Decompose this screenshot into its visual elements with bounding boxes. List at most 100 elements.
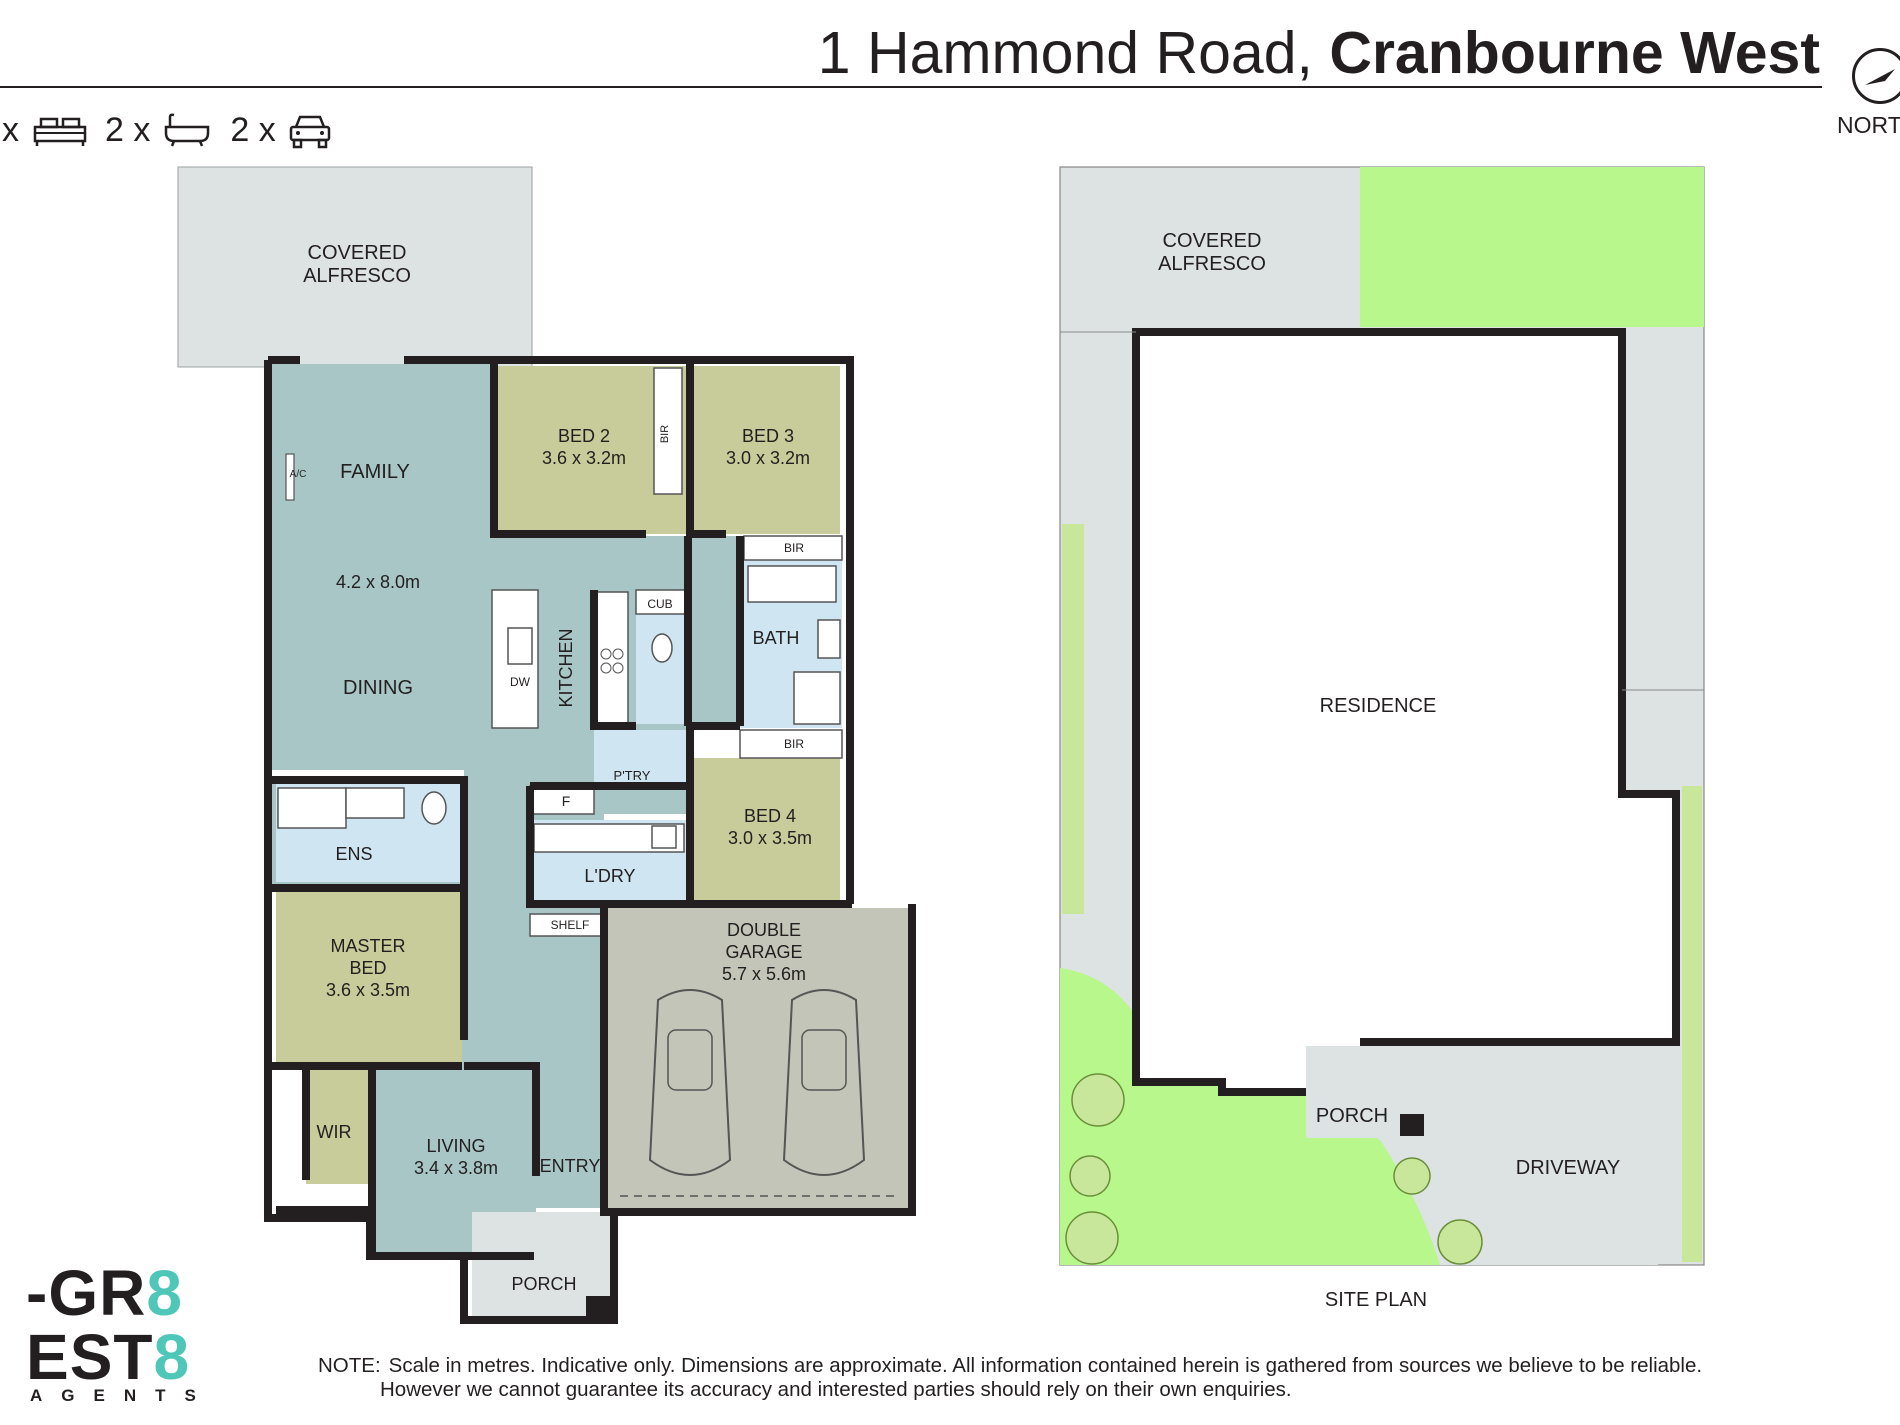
label-master-1: MASTER <box>330 936 405 956</box>
site-porch-post <box>1400 1114 1424 1136</box>
label-kitchen: KITCHEN <box>556 628 576 707</box>
label-living: LIVING <box>426 1136 485 1156</box>
label-bath: BATH <box>753 628 800 648</box>
site-label-porch: PORCH <box>1316 1105 1388 1127</box>
shrub-icon <box>1069 1155 1111 1197</box>
label-dining: DINING <box>343 677 413 699</box>
bir-bed2 <box>653 367 683 495</box>
car-icon <box>289 115 330 149</box>
note-line2: However we cannot guarantee its accuracy… <box>380 1378 1292 1401</box>
site-plan <box>1059 166 1705 1266</box>
bath-icon <box>165 113 210 147</box>
floor-plan-labels: COVERED ALFRESCO FAMILY 4.2 x 8.0m DININ… <box>290 242 812 1294</box>
room-master-bed <box>276 890 462 1062</box>
floor-plan <box>177 166 916 1324</box>
sink-icon <box>507 627 533 665</box>
brand-logo-text: EST <box>26 1321 154 1393</box>
room-wc <box>636 612 688 724</box>
cooktop-counter <box>595 591 629 727</box>
label-ac: A/C <box>290 469 307 480</box>
site-label-residence: RESIDENCE <box>1320 695 1437 717</box>
north-arrow-icon <box>1852 48 1900 104</box>
shrub-icon <box>1437 1219 1483 1265</box>
label-shelf: SHELF <box>551 918 590 932</box>
brand-logo-accent: 8 <box>153 1321 191 1393</box>
site-plan-labels: COVERED ALFRESCO RESIDENCE PORCH DRIVEWA… <box>1158 230 1620 1311</box>
label-garage-2: GARAGE <box>725 942 802 962</box>
label-entry: ENTRY <box>540 1156 601 1176</box>
brand-logo-line2: EST8 <box>26 1322 190 1392</box>
label-garage-size: 5.7 x 5.6m <box>722 964 806 984</box>
label-cub: CUB <box>647 597 672 611</box>
brand-logo-text: -GR <box>26 1257 147 1329</box>
label-family-size: 4.2 x 8.0m <box>336 572 420 592</box>
label-covered-alfresco-1: COVERED <box>308 242 407 264</box>
car-icon <box>782 989 866 1176</box>
ac-unit <box>285 453 295 501</box>
site-label-covered-alfresco-2: ALFRESCO <box>1158 253 1266 275</box>
brand-logo-agents: AGENTS <box>30 1386 215 1405</box>
site-lawn-rear <box>1360 167 1704 327</box>
porch-post <box>586 1296 614 1318</box>
garage-count: 2 x <box>230 111 331 150</box>
site-plan-title: SITE PLAN <box>1325 1289 1427 1311</box>
car-icon <box>648 989 732 1176</box>
label-master-2: BED <box>349 958 386 978</box>
room-wir <box>306 1066 368 1184</box>
bedroom-count: x <box>0 111 87 150</box>
note-label: NOTE: <box>318 1354 381 1377</box>
shower-icon <box>793 671 841 725</box>
label-ens: ENS <box>335 844 372 864</box>
site-driveway <box>1370 1050 1658 1265</box>
label-bed4: BED 4 <box>744 806 796 826</box>
title-rule <box>0 86 1822 88</box>
vanity-icon <box>817 619 841 659</box>
label-bed2: BED 2 <box>558 426 610 446</box>
room-covered-alfresco <box>177 166 533 368</box>
cooktop-icon <box>612 648 624 660</box>
site-label-covered-alfresco-1: COVERED <box>1163 230 1262 252</box>
cooktop-icon <box>612 662 624 674</box>
kitchen-island <box>491 589 539 729</box>
shrub-icon <box>1071 1073 1125 1127</box>
shrub-icon <box>1065 1211 1119 1265</box>
disclaimer-note: NOTE: Scale in metres. Indicative only. D… <box>318 1354 1703 1401</box>
label-laundry: L'DRY <box>584 866 635 886</box>
label-covered-alfresco-2: ALFRESCO <box>303 265 411 287</box>
label-fridge: F <box>562 793 571 809</box>
brand-logo-accent: 8 <box>146 1257 183 1329</box>
label-bir-bed2: BIR <box>659 425 671 443</box>
label-bed4-size: 3.0 x 3.5m <box>728 828 812 848</box>
label-family: FAMILY <box>340 461 410 483</box>
ens-vanity-icon <box>345 787 405 819</box>
toilet-icon <box>651 633 673 663</box>
room-bed4 <box>690 758 840 906</box>
suburb-text: Cranbourne West <box>1329 20 1820 86</box>
garage-count-text: 2 x <box>230 110 276 149</box>
label-wir: WIR <box>317 1122 352 1142</box>
label-bir-bed4: BIR <box>784 737 804 751</box>
room-wir-white <box>276 1066 306 1206</box>
feature-counts: x 2 x 2 x <box>0 108 332 152</box>
label-dw: DW <box>510 675 531 689</box>
bathtub-icon <box>747 565 837 603</box>
room-family-dining-kitchen <box>272 364 740 1172</box>
label-bed3-size: 3.0 x 3.2m <box>726 448 810 468</box>
north-label: NORTH <box>1837 112 1900 138</box>
site-residence <box>1132 328 1680 1096</box>
shrub-icon <box>1393 1157 1431 1195</box>
label-living-size: 3.4 x 3.8m <box>414 1158 498 1178</box>
ens-shower-icon <box>277 787 347 829</box>
label-porch: PORCH <box>511 1274 576 1294</box>
ens-toilet-icon <box>421 791 447 825</box>
label-bir-bed3: BIR <box>784 541 804 555</box>
bed-icon <box>33 117 87 146</box>
site-hedge-right <box>1682 786 1702 1262</box>
label-bed2-size: 3.6 x 3.2m <box>542 448 626 468</box>
bathroom-count-text: 2 x <box>105 110 151 149</box>
note-line1: Scale in metres. Indicative only. Dimens… <box>388 1354 1703 1377</box>
site-hedge-left <box>1062 524 1084 914</box>
walls <box>264 356 916 1324</box>
label-ptry: P'TRY <box>614 768 651 783</box>
trough-icon <box>651 825 677 849</box>
